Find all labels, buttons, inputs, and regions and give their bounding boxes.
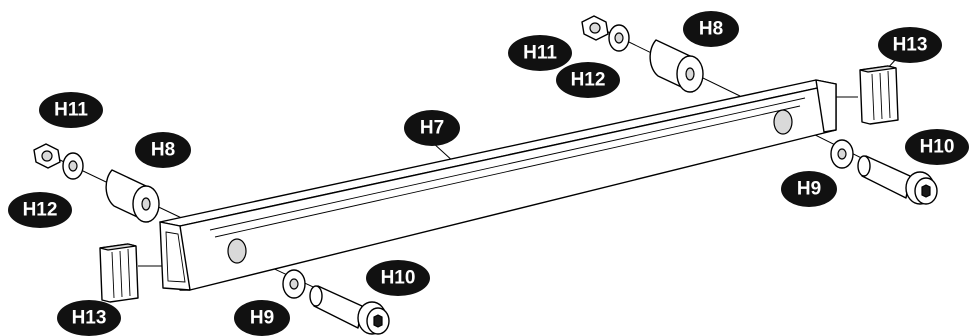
endcap-h13-right xyxy=(859,65,899,125)
callout-h8-left: H8 xyxy=(135,132,191,168)
callout-h9-left: H9 xyxy=(234,300,290,336)
washer-h12-left-hole xyxy=(68,160,78,172)
washer-h12-right xyxy=(608,24,630,52)
bolt-h10-left xyxy=(309,285,390,335)
callout-h13-right: H13 xyxy=(878,27,942,63)
tube-hole-right xyxy=(773,109,793,135)
nut-h11-right xyxy=(581,15,609,41)
callout-h7-badge xyxy=(404,110,460,146)
nut-h11-left-hole xyxy=(41,150,53,162)
washer-h9-right xyxy=(830,139,854,169)
tube-front-face xyxy=(179,83,837,291)
callout-h11-left-badge xyxy=(39,92,103,128)
callout-h8-left-badge xyxy=(135,132,191,168)
callout-h12-right-text: H12 xyxy=(571,70,606,91)
washer-h12-right-hole xyxy=(614,32,624,44)
callout-h8-right-badge xyxy=(683,11,739,47)
callout-h11-right-text: H11 xyxy=(523,43,557,64)
callout-h9-left-text: H9 xyxy=(250,308,274,329)
bolt-h10-left-hex-socket xyxy=(373,314,383,328)
callout-h7: H7 xyxy=(404,110,460,146)
callout-h7-text: H7 xyxy=(420,118,444,139)
callout-h11-left-text: H11 xyxy=(54,100,88,121)
tube-highlight-1 xyxy=(209,97,806,231)
endcap-h13-left-top xyxy=(99,243,137,251)
callout-h11-right: H11 xyxy=(508,35,572,71)
callout-h8-right-text: H8 xyxy=(699,19,723,40)
tube-highlight-2 xyxy=(214,105,801,238)
tube-h7 xyxy=(159,79,837,291)
bolt-h10-right-shank-end xyxy=(857,155,871,177)
callout-h11-left: H11 xyxy=(39,92,103,128)
callout-h13-left-text: H13 xyxy=(72,308,107,329)
washer-h9-left xyxy=(282,269,306,299)
callout-h12-right-badge xyxy=(556,62,620,98)
bolt-h10-left-shank-end xyxy=(309,285,323,307)
callout-h12-left-text: H12 xyxy=(23,200,58,221)
bolt-h10-right xyxy=(857,155,938,205)
endcap-h13-left-body xyxy=(99,243,139,303)
callout-h13-left: H13 xyxy=(57,300,121,336)
bolt-h10-right-hex-socket xyxy=(921,184,931,198)
endcap-h13-right-rib-3 xyxy=(887,70,891,119)
callout-h11-right-badge xyxy=(508,35,572,71)
tube-inner-opening xyxy=(165,231,186,283)
callout-h12-left: H12 xyxy=(8,192,72,228)
spacer-h8-right xyxy=(649,39,704,93)
washer-h12-left xyxy=(62,152,84,180)
callout-h12-right: H12 xyxy=(556,62,620,98)
endcap-h13-right-top xyxy=(859,65,897,73)
callout-h10-right-text: H10 xyxy=(920,137,955,158)
endcap-h13-left-rib-3 xyxy=(127,248,131,297)
washer-h9-right-hole xyxy=(837,148,847,160)
callout-h9-right-badge xyxy=(781,171,837,207)
callout-h10-left: H10 xyxy=(366,260,430,296)
callout-h10-right: H10 xyxy=(905,129,969,165)
spacer-h8-left-bore xyxy=(141,197,151,211)
callout-h10-left-badge xyxy=(366,260,430,296)
endcap-h13-left-rib-2 xyxy=(119,250,123,298)
endcap-h13-left xyxy=(99,243,139,303)
endcap-h13-right-body xyxy=(859,65,899,125)
endcap-h13-right-rib-1 xyxy=(871,73,875,121)
callout-h13-right-text: H13 xyxy=(893,35,928,56)
nut-h11-right-hole xyxy=(589,22,601,34)
spacer-h8-right-bore xyxy=(685,67,695,81)
callout-h9-right: H9 xyxy=(781,171,837,207)
nut-h11-left xyxy=(33,143,61,169)
callout-h9-right-text: H9 xyxy=(797,179,821,200)
endcap-h13-right-rib-2 xyxy=(879,72,883,120)
endcap-h13-left-rib-1 xyxy=(111,251,115,299)
callout-h12-left-badge xyxy=(8,192,72,228)
washer-h9-left-hole xyxy=(289,278,299,290)
callout-h8-left-text: H8 xyxy=(151,140,175,161)
callout-h8-right: H8 xyxy=(683,11,739,47)
callout-h13-right-badge xyxy=(878,27,942,63)
spacer-h8-left xyxy=(105,169,160,223)
callout-h10-right-badge xyxy=(905,129,969,165)
callout-h13-left-badge xyxy=(57,300,121,336)
tube-right-end xyxy=(815,79,837,133)
callout-h9-left-badge xyxy=(234,300,290,336)
tube-hole-left xyxy=(227,238,247,264)
callout-h10-left-text: H10 xyxy=(381,268,416,289)
